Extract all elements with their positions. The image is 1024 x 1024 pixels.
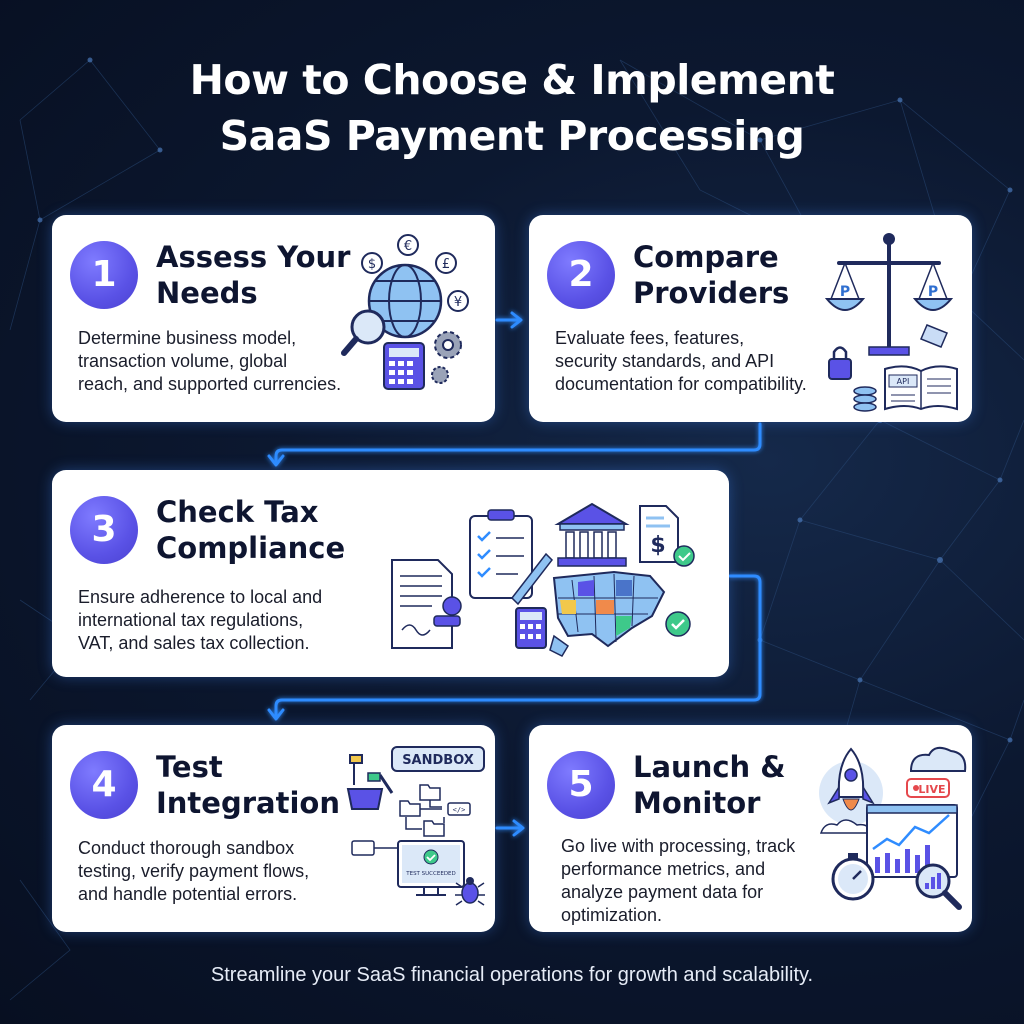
step-heading-line: Compliance xyxy=(156,531,346,565)
step-heading: Check Tax Compliance xyxy=(156,494,345,566)
rocket-live-dashboard-stopwatch-icon: LIVE xyxy=(819,746,967,910)
svg-text:¥: ¥ xyxy=(454,295,462,310)
description-line: Ensure adherence to local and xyxy=(78,587,323,607)
clipboard-government-us-map-stamp-icon: $ xyxy=(391,502,695,657)
step-heading: Launch & Monitor xyxy=(633,749,786,821)
svg-text:P: P xyxy=(840,284,850,300)
step-heading-line: Integration xyxy=(156,786,340,820)
description-line: performance metrics, and xyxy=(561,859,766,879)
description-line: reach, and supported currencies. xyxy=(78,374,342,394)
svg-text:$: $ xyxy=(368,257,376,272)
step-card-5: 5 Launch & Monitor Go live with processi… xyxy=(529,725,972,932)
step-card-4: 4 Test Integration Conduct thorough sand… xyxy=(52,725,495,932)
step-description: Evaluate fees, features, security standa… xyxy=(555,327,807,396)
description-line: Evaluate fees, features, xyxy=(555,328,745,348)
step-card-1: 1 Assess Your Needs Determine business m… xyxy=(52,215,495,422)
step-number-badge: 1 xyxy=(70,241,138,309)
step-number-badge: 5 xyxy=(547,751,615,819)
page-title: How to Choose & Implement SaaS Payment P… xyxy=(0,52,1024,164)
step-heading-line: Compare xyxy=(633,240,779,274)
step-card-3: 3 Check Tax Compliance Ensure adherence … xyxy=(52,470,729,677)
sandbox-label: SANDBOX xyxy=(402,753,474,768)
description-line: documentation for compatibility. xyxy=(555,374,807,394)
live-badge: LIVE xyxy=(918,783,945,796)
step-description: Conduct thorough sandbox testing, verify… xyxy=(78,837,309,906)
step-heading-line: Assess Your xyxy=(156,240,351,274)
description-line: Go live with processing, track xyxy=(561,836,796,856)
svg-text:$: $ xyxy=(650,533,665,558)
description-line: VAT, and sales tax collection. xyxy=(78,633,310,653)
svg-text:£: £ xyxy=(442,257,450,272)
sandbox-flowchart-monitor-bug-icon: SANDBOX </> TEST SUCCEEDED xyxy=(346,746,485,906)
globe-currency-calculator-gear-icon: $ € £ ¥ xyxy=(341,234,469,390)
svg-text:€: € xyxy=(404,239,412,254)
svg-text:</>: </> xyxy=(453,806,466,814)
test-status-text: TEST SUCCEEDED xyxy=(405,871,456,877)
description-line: testing, verify payment flows, xyxy=(78,861,310,881)
description-line: Determine business model, xyxy=(78,328,297,348)
step-heading-line: Launch & xyxy=(633,750,786,784)
step-number-badge: 3 xyxy=(70,496,138,564)
footer-tagline: Streamline your SaaS financial operation… xyxy=(210,964,814,986)
title-line-2: SaaS Payment Processing xyxy=(219,112,805,160)
description-line: transaction volume, global xyxy=(78,351,288,371)
step-description: Go live with processing, track performan… xyxy=(561,835,795,927)
svg-text:P: P xyxy=(928,284,938,300)
step-heading-line: Providers xyxy=(633,276,790,310)
description-line: international tax regulations, xyxy=(78,610,304,630)
balance-scale-lock-coins-api-book-icon: P P API xyxy=(825,233,958,412)
step-card-2: 2 Compare Providers Evaluate fees, featu… xyxy=(529,215,972,422)
description-line: security standards, and API xyxy=(555,351,775,371)
step-heading: Test Integration xyxy=(156,749,340,821)
description-line: Conduct thorough sandbox xyxy=(78,838,295,858)
step-heading-line: Needs xyxy=(156,276,258,310)
step-heading: Assess Your Needs xyxy=(156,239,350,311)
step-description: Ensure adherence to local and internatio… xyxy=(78,586,322,655)
description-line: optimization. xyxy=(561,905,663,925)
step-description: Determine business model, transaction vo… xyxy=(78,327,341,396)
step-heading-line: Monitor xyxy=(633,786,761,820)
step-heading-line: Check Tax xyxy=(156,495,319,529)
step-heading-line: Test xyxy=(156,750,223,784)
description-line: and handle potential errors. xyxy=(78,884,298,904)
step-heading: Compare Providers xyxy=(633,239,789,311)
step-number-badge: 4 xyxy=(70,751,138,819)
title-line-1: How to Choose & Implement xyxy=(189,56,835,104)
description-line: analyze payment data for xyxy=(561,882,764,902)
api-label: API xyxy=(897,377,910,386)
step-number-badge: 2 xyxy=(547,241,615,309)
